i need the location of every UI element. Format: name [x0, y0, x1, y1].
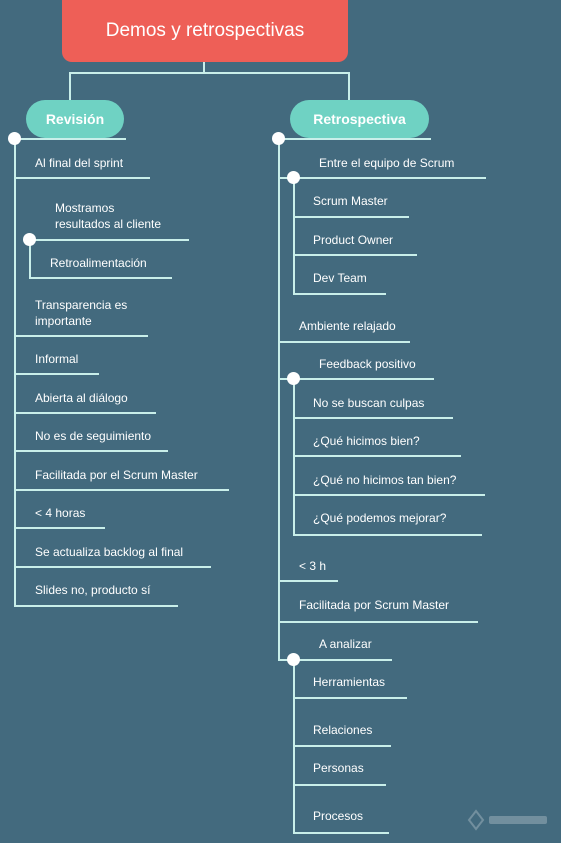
revision-item: < 4 horas: [35, 506, 86, 520]
revision-sub-dot: [22, 232, 36, 246]
retro-item: Herramientas: [313, 675, 386, 689]
root-node: Demos y retrospectivas: [62, 0, 348, 62]
retro-spine: [278, 138, 280, 660]
revision-item: Slides no, producto sí: [35, 583, 151, 597]
retro-item: Scrum Master: [313, 194, 388, 208]
revision-item: Informal: [35, 352, 79, 366]
revision-item: Retroalimentación: [50, 256, 147, 270]
branch-revision: Revisión: [26, 100, 124, 138]
revision-item: Abierta al diálogo: [35, 391, 128, 405]
revision-underline: [14, 138, 126, 140]
revision-item-line: [14, 605, 178, 607]
retro-item: ¿Qué podemos mejorar?: [313, 511, 447, 525]
retro-item: Entre el equipo de Scrum: [319, 156, 455, 170]
retro-item-line: [293, 784, 386, 786]
retro-sub-spine-analizar: [293, 659, 295, 833]
retro-item: ¿Qué no hicimos tan bien?: [313, 473, 457, 487]
retro-item: No se buscan culpas: [313, 396, 425, 410]
root-left-drop: [69, 72, 71, 100]
retro-sub-dot-team: [286, 170, 300, 184]
revision-item: Al final del sprint: [35, 156, 124, 170]
retro-item: Personas: [313, 761, 364, 775]
retro-sub-dot-analizar: [286, 652, 300, 666]
revision-dot: [7, 131, 21, 145]
retro-sub-dot-feedback: [286, 371, 300, 385]
retro-sub-spine-team: [293, 177, 295, 294]
retro-item-line: [293, 494, 485, 496]
root-right-drop: [348, 72, 350, 100]
retro-item-line: [278, 621, 478, 623]
retro-underline: [278, 138, 431, 140]
retro-item: Procesos: [313, 809, 364, 823]
retro-item-line: [293, 697, 407, 699]
retro-sub-spine-feedback: [293, 378, 295, 535]
retro-item: Facilitada por Scrum Master: [299, 598, 450, 612]
revision-item: No es de seguimiento: [35, 429, 152, 443]
retro-item-line: [278, 341, 410, 343]
revision-item-line: [14, 335, 148, 337]
retro-dot: [271, 131, 285, 145]
retro-item-line: [293, 254, 417, 256]
revision-sub-spine: [29, 239, 31, 278]
revision-item-line: [14, 527, 105, 529]
revision-item-line: [14, 412, 156, 414]
retro-item: Ambiente relajado: [299, 319, 396, 333]
retro-item-line: [293, 832, 389, 834]
retro-item-line: [293, 455, 461, 457]
revision-item-line: [14, 450, 168, 452]
retro-item: Dev Team: [313, 271, 367, 285]
retro-item-line: [293, 216, 409, 218]
revision-item-line: [14, 373, 99, 375]
root-bar: [69, 72, 350, 74]
revision-item-line: [14, 177, 150, 179]
revision-item: Facilitada por el Scrum Master: [35, 468, 198, 482]
retro-item-line: [293, 534, 482, 536]
retro-item-line: [293, 745, 391, 747]
retro-item: Product Owner: [313, 233, 394, 247]
root-stem: [203, 62, 205, 74]
branch-retrospectiva: Retrospectiva: [290, 100, 429, 138]
retro-item: < 3 h: [299, 559, 327, 573]
retro-item: ¿Qué hicimos bien?: [313, 434, 420, 448]
retro-item: Feedback positivo: [319, 357, 416, 371]
revision-item-line: [29, 277, 172, 279]
revision-item-line: [29, 239, 189, 241]
retro-item: A analizar: [319, 637, 372, 651]
watermark-logo-icon: [467, 809, 547, 831]
retro-item-line: [278, 659, 392, 661]
retro-item-line: [278, 378, 434, 380]
retro-item-line: [278, 177, 486, 179]
revision-item-line: [14, 489, 229, 491]
retro-item: Relaciones: [313, 723, 373, 737]
revision-item-line: [14, 566, 211, 568]
retro-item-line: [293, 417, 453, 419]
revision-item: Se actualiza backlog al final: [35, 545, 184, 559]
retro-item-line: [293, 293, 386, 295]
retro-item-line: [278, 580, 338, 582]
revision-spine: [14, 138, 16, 607]
